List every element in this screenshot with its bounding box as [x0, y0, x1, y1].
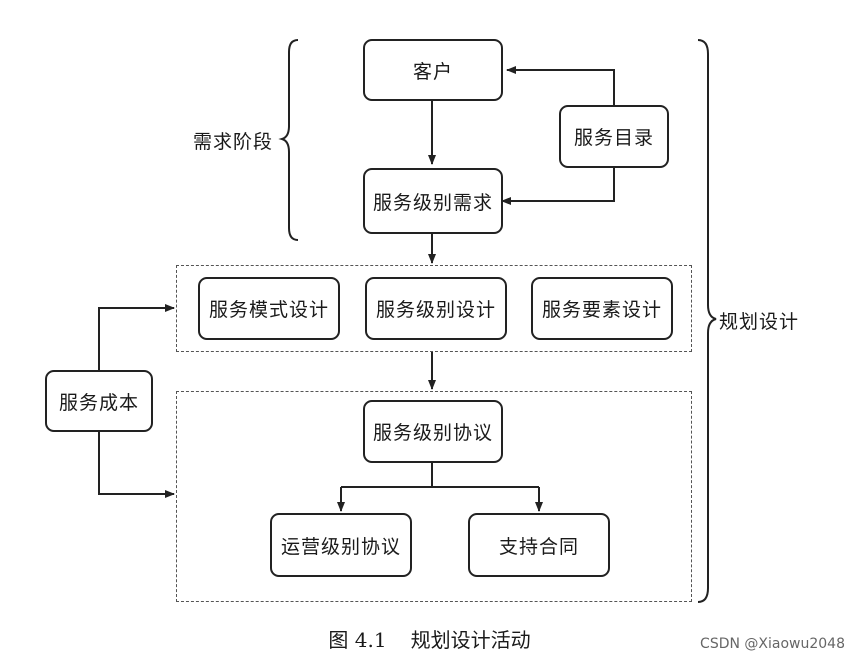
node-service-catalog: 服务目录	[559, 105, 669, 168]
node-service-level-requirement-label: 服务级别需求	[372, 191, 493, 214]
node-service-level-agreement: 服务级别协议	[363, 400, 503, 463]
node-service-mode-design: 服务模式设计	[198, 277, 340, 340]
node-service-level-agreement-label: 服务级别协议	[372, 422, 493, 444]
node-service-element-design: 服务要素设计	[531, 277, 673, 340]
node-service-level-requirement: 服务级别需求	[363, 168, 503, 234]
brace-planning-design	[697, 39, 717, 603]
arrow-catalog-to-customer	[506, 66, 615, 106]
arrow-cost-to-design	[98, 304, 175, 370]
node-service-level-design: 服务级别设计	[365, 277, 507, 340]
node-service-level-design-label: 服务级别设计	[375, 299, 496, 321]
node-customer: 客户	[363, 39, 503, 101]
node-operational-level-agreement-label: 运营级别协议	[280, 535, 401, 558]
arrow-catalog-to-requirement	[501, 168, 615, 205]
node-underpinning-contract: 支持合同	[468, 513, 610, 577]
node-service-catalog-label: 服务目录	[573, 127, 654, 149]
node-service-cost: 服务成本	[45, 370, 153, 432]
node-service-element-design-label: 服务要素设计	[541, 299, 662, 321]
label-requirement-phase: 需求阶段	[193, 131, 274, 153]
watermark: CSDN @Xiaowu2048	[700, 636, 845, 652]
figure-number: 图 4.1	[328, 628, 387, 652]
node-underpinning-contract-label: 支持合同	[498, 535, 579, 558]
node-service-cost-label: 服务成本	[58, 391, 139, 414]
node-service-mode-design-label: 服务模式设计	[208, 299, 329, 321]
node-operational-level-agreement: 运营级别协议	[270, 513, 412, 577]
label-planning-design: 规划设计	[719, 311, 800, 333]
figure-title: 规划设计活动	[410, 628, 531, 652]
figure-caption: 图 4.1 规划设计活动	[0, 624, 859, 653]
brace-requirement-phase	[278, 39, 299, 241]
arrow-cost-to-agreement	[98, 432, 175, 498]
design-group	[176, 265, 692, 352]
agreement-group	[176, 391, 692, 602]
node-customer-label: 客户	[412, 60, 453, 83]
